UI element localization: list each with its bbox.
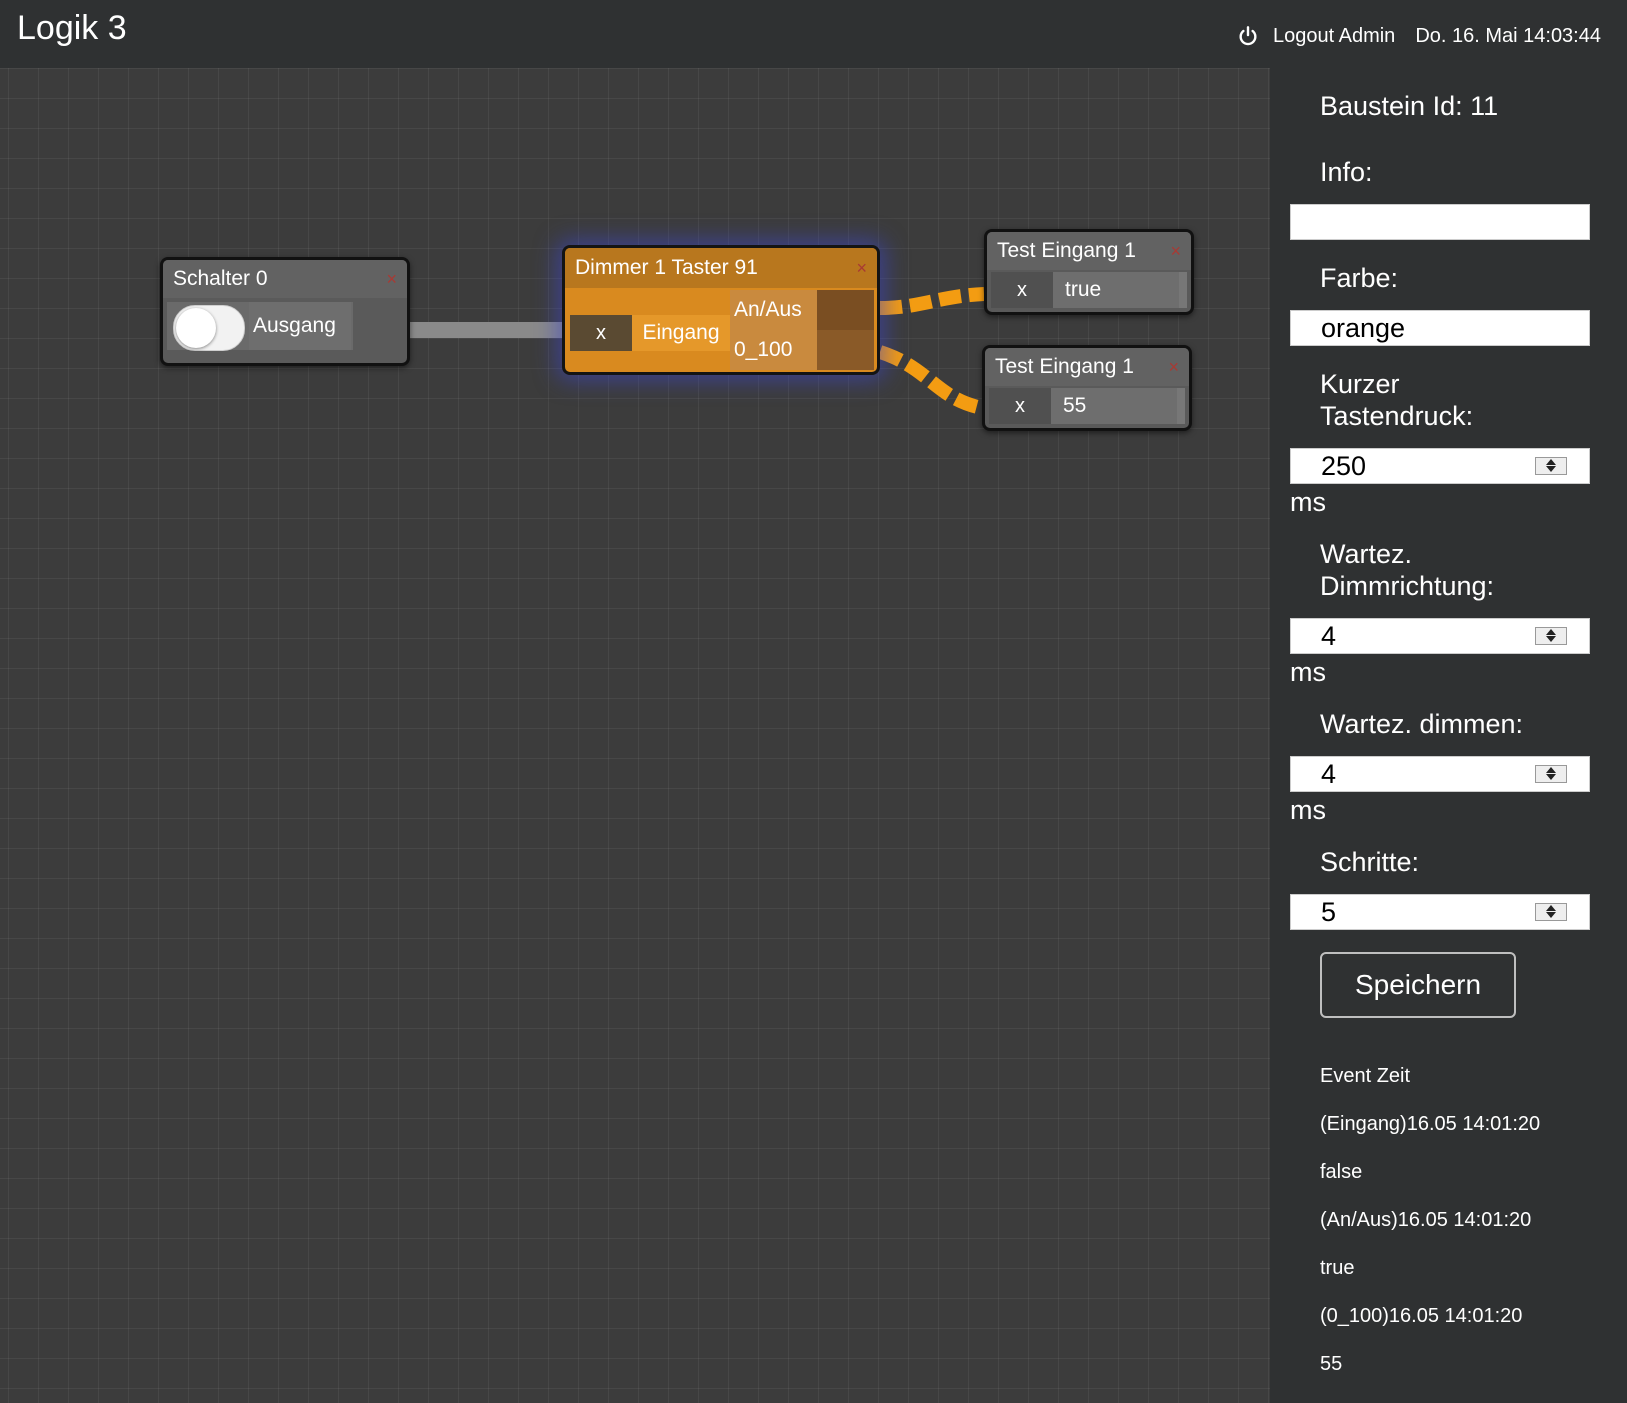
input-port-eingang[interactable]: x [570, 315, 632, 351]
wartez-richtung-value: 4 [1321, 620, 1337, 651]
spinner-icon[interactable] [1535, 627, 1567, 645]
node-schalter[interactable]: Schalter 0 × Ausgang [160, 257, 410, 366]
output-port-0-100[interactable] [817, 330, 874, 370]
event-line: (An/Aus)16.05 14:01:20 [1320, 1209, 1532, 1231]
node-title: Test Eingang 1 × [985, 348, 1189, 386]
unit-label: ms [1290, 657, 1326, 687]
spinner-icon[interactable] [1535, 457, 1567, 475]
output-port[interactable] [353, 302, 403, 350]
kurzer-tastendruck-input[interactable]: 250 [1290, 448, 1590, 484]
input-value: 55 [1051, 388, 1177, 424]
schritte-label: Schritte: [1320, 847, 1420, 877]
wartez-dimmen-value: 4 [1321, 758, 1337, 789]
event-line: (0_100)16.05 14:01:20 [1320, 1305, 1523, 1327]
schritte-input[interactable]: 5 [1290, 894, 1590, 930]
logout-button[interactable]: Logout Admin [1237, 25, 1395, 48]
baustein-id: Baustein Id: 11 [1320, 91, 1499, 121]
node-title: Test Eingang 1 × [987, 232, 1191, 270]
input-value: true [1053, 272, 1179, 308]
toggle-knob [176, 308, 216, 348]
node-edge [1177, 388, 1185, 424]
wire-dimmer-test2[interactable] [877, 345, 984, 415]
wartez-dimmrichtung-input[interactable]: 4 [1290, 618, 1590, 654]
close-icon[interactable]: × [1170, 241, 1181, 261]
close-icon[interactable]: × [1168, 357, 1179, 377]
logic-canvas[interactable]: Schalter 0 × Ausgang Dimmer 1 Taster 91 … [0, 68, 1270, 1403]
kurzer-label-2: Tastendruck: [1320, 401, 1474, 431]
node-title: Schalter 0 × [163, 260, 407, 298]
unit-label: ms [1290, 487, 1326, 517]
output-label: Ausgang [249, 302, 351, 350]
wartez-richtung-label-2: Dimmrichtung: [1320, 571, 1495, 601]
switch-toggle[interactable] [173, 305, 245, 351]
kurzer-label-1: Kurzer [1320, 369, 1400, 399]
close-icon[interactable]: × [856, 258, 867, 278]
node-title-text: Test Eingang 1 [997, 239, 1136, 262]
output-label-an-aus: An/Aus [730, 290, 817, 330]
top-bar: Logik 3 Logout Admin Do. 16. Mai 14:03:4… [0, 0, 1627, 68]
farbe-label: Farbe: [1320, 263, 1399, 293]
event-line: 55 [1320, 1353, 1343, 1375]
node-test-eingang-1[interactable]: Test Eingang 1 × x true [984, 229, 1194, 315]
wires-layer [410, 287, 985, 415]
farbe-input[interactable] [1290, 310, 1590, 346]
node-title-text: Dimmer 1 Taster 91 [575, 256, 758, 279]
output-port-an-aus[interactable] [817, 290, 874, 330]
power-icon [1237, 25, 1259, 47]
input-label-eingang: Eingang [632, 315, 730, 351]
wartez-dimmen-input[interactable]: 4 [1290, 756, 1590, 792]
spinner-icon[interactable] [1535, 903, 1567, 921]
wartez-dimmen-label: Wartez. dimmen: [1320, 709, 1524, 739]
kurzer-value: 250 [1321, 450, 1367, 481]
spinner-icon[interactable] [1535, 765, 1567, 783]
logout-label: Logout Admin [1272, 24, 1396, 47]
datetime: Do. 16. Mai 14:03:44 [1415, 24, 1601, 47]
unit-label: ms [1290, 795, 1326, 825]
info-label: Info: [1320, 157, 1373, 187]
schritte-value: 5 [1321, 896, 1337, 927]
event-line: (Eingang)16.05 14:01:20 [1320, 1113, 1541, 1135]
event-line: false [1320, 1161, 1363, 1183]
node-test-eingang-2[interactable]: Test Eingang 1 × x 55 [982, 345, 1192, 431]
output-label-0-100: 0_100 [730, 330, 817, 370]
save-button[interactable]: Speichern [1320, 952, 1516, 1018]
close-icon[interactable]: × [386, 269, 397, 289]
node-edge [1179, 272, 1187, 308]
node-title: Dimmer 1 Taster 91 × [565, 248, 877, 288]
header-right: Logout Admin Do. 16. Mai 14:03:44 [1237, 20, 1601, 52]
node-title-text: Schalter 0 [173, 267, 268, 290]
node-title-text: Test Eingang 1 [995, 355, 1134, 378]
wire-dimmer-test1[interactable] [879, 287, 985, 315]
input-port[interactable]: x [989, 388, 1051, 424]
page-title: Logik 3 [17, 9, 127, 47]
input-port[interactable]: x [991, 272, 1053, 308]
node-body: Ausgang [167, 302, 403, 351]
info-input[interactable] [1290, 204, 1590, 240]
node-dimmer[interactable]: Dimmer 1 Taster 91 × x Eingang An/Aus 0_… [562, 245, 880, 375]
event-header: Event Zeit [1320, 1065, 1411, 1087]
wartez-richtung-label-1: Wartez. [1320, 539, 1413, 569]
event-line: true [1320, 1257, 1355, 1279]
properties-sidebar: Baustein Id: 11 Info: Farbe: Kurzer Tast… [1270, 68, 1627, 1403]
